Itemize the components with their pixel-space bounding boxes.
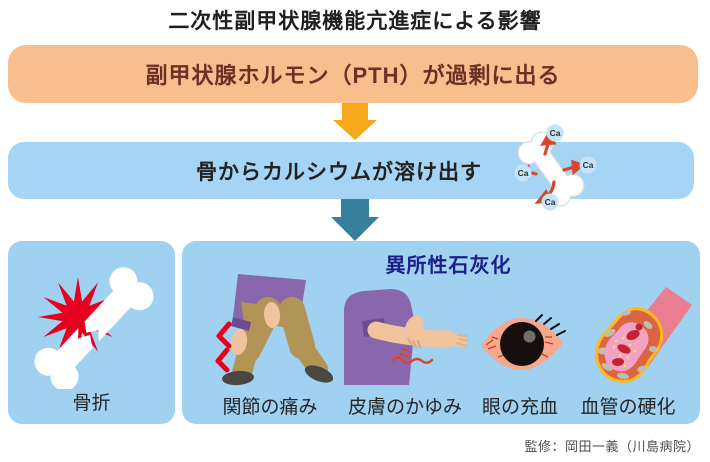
broken-bone: [34, 267, 154, 389]
red-eye-label: 眼の充血: [481, 397, 559, 418]
joint-pain-label: 関節の痛み: [222, 397, 318, 418]
ca-badges: Ca Ca Ca Ca: [514, 124, 597, 211]
down-arrow-icon: [333, 103, 377, 140]
ca-badge-label: Ca: [583, 160, 594, 170]
pain-mark: [215, 321, 232, 373]
fracture-label: 骨折: [72, 393, 111, 414]
skin-itch-label: 皮膚のかゆみ: [347, 397, 463, 418]
fingers: [456, 334, 468, 347]
joint-pain-icon: [215, 274, 333, 386]
fracture-bone-icon: [34, 267, 154, 389]
ca-badge-label: Ca: [518, 168, 529, 178]
itch-marks: [390, 348, 434, 364]
scratch-fingertips: [407, 338, 421, 348]
calcification-panel: 異所性石灰化 関節の痛み: [182, 241, 700, 424]
lumen-dots: [612, 336, 637, 368]
vessel-hardening-label: 血管の硬化: [580, 397, 676, 418]
blood-cells: [612, 323, 643, 367]
step1-label: 副甲状腺ホルモン（PTH）が過剰に出る: [145, 63, 561, 88]
page-title: 二次性副甲状腺機能亢進症による影響: [168, 10, 542, 33]
supervision-credit: 監修：岡田一義（川島病院）: [524, 439, 700, 454]
calcification-heading: 異所性石灰化: [385, 255, 512, 277]
vessel-hardening-icon: [595, 287, 692, 383]
fracture-panel: 骨折: [8, 241, 175, 424]
down-arrow-icon: [331, 199, 379, 241]
ca-badge-label: Ca: [545, 197, 556, 207]
skin-itch-icon: [344, 289, 468, 385]
ca-badge-label: Ca: [550, 128, 561, 138]
bone-calcium-icon: Ca Ca Ca Ca: [514, 124, 597, 211]
step2-label: 骨からカルシウムが溶け出す: [196, 160, 482, 184]
pain-starburst: [38, 277, 118, 357]
red-eye-icon: [481, 314, 566, 370]
eye-veins: [485, 336, 554, 358]
eyelashes: [535, 314, 566, 336]
calcified-patches: [598, 310, 657, 380]
step2-box-calcium-leach: 骨からカルシウムが溶け出す: [8, 142, 694, 199]
step1-box-pth-excess: 副甲状腺ホルモン（PTH）が過剰に出る: [8, 45, 698, 103]
